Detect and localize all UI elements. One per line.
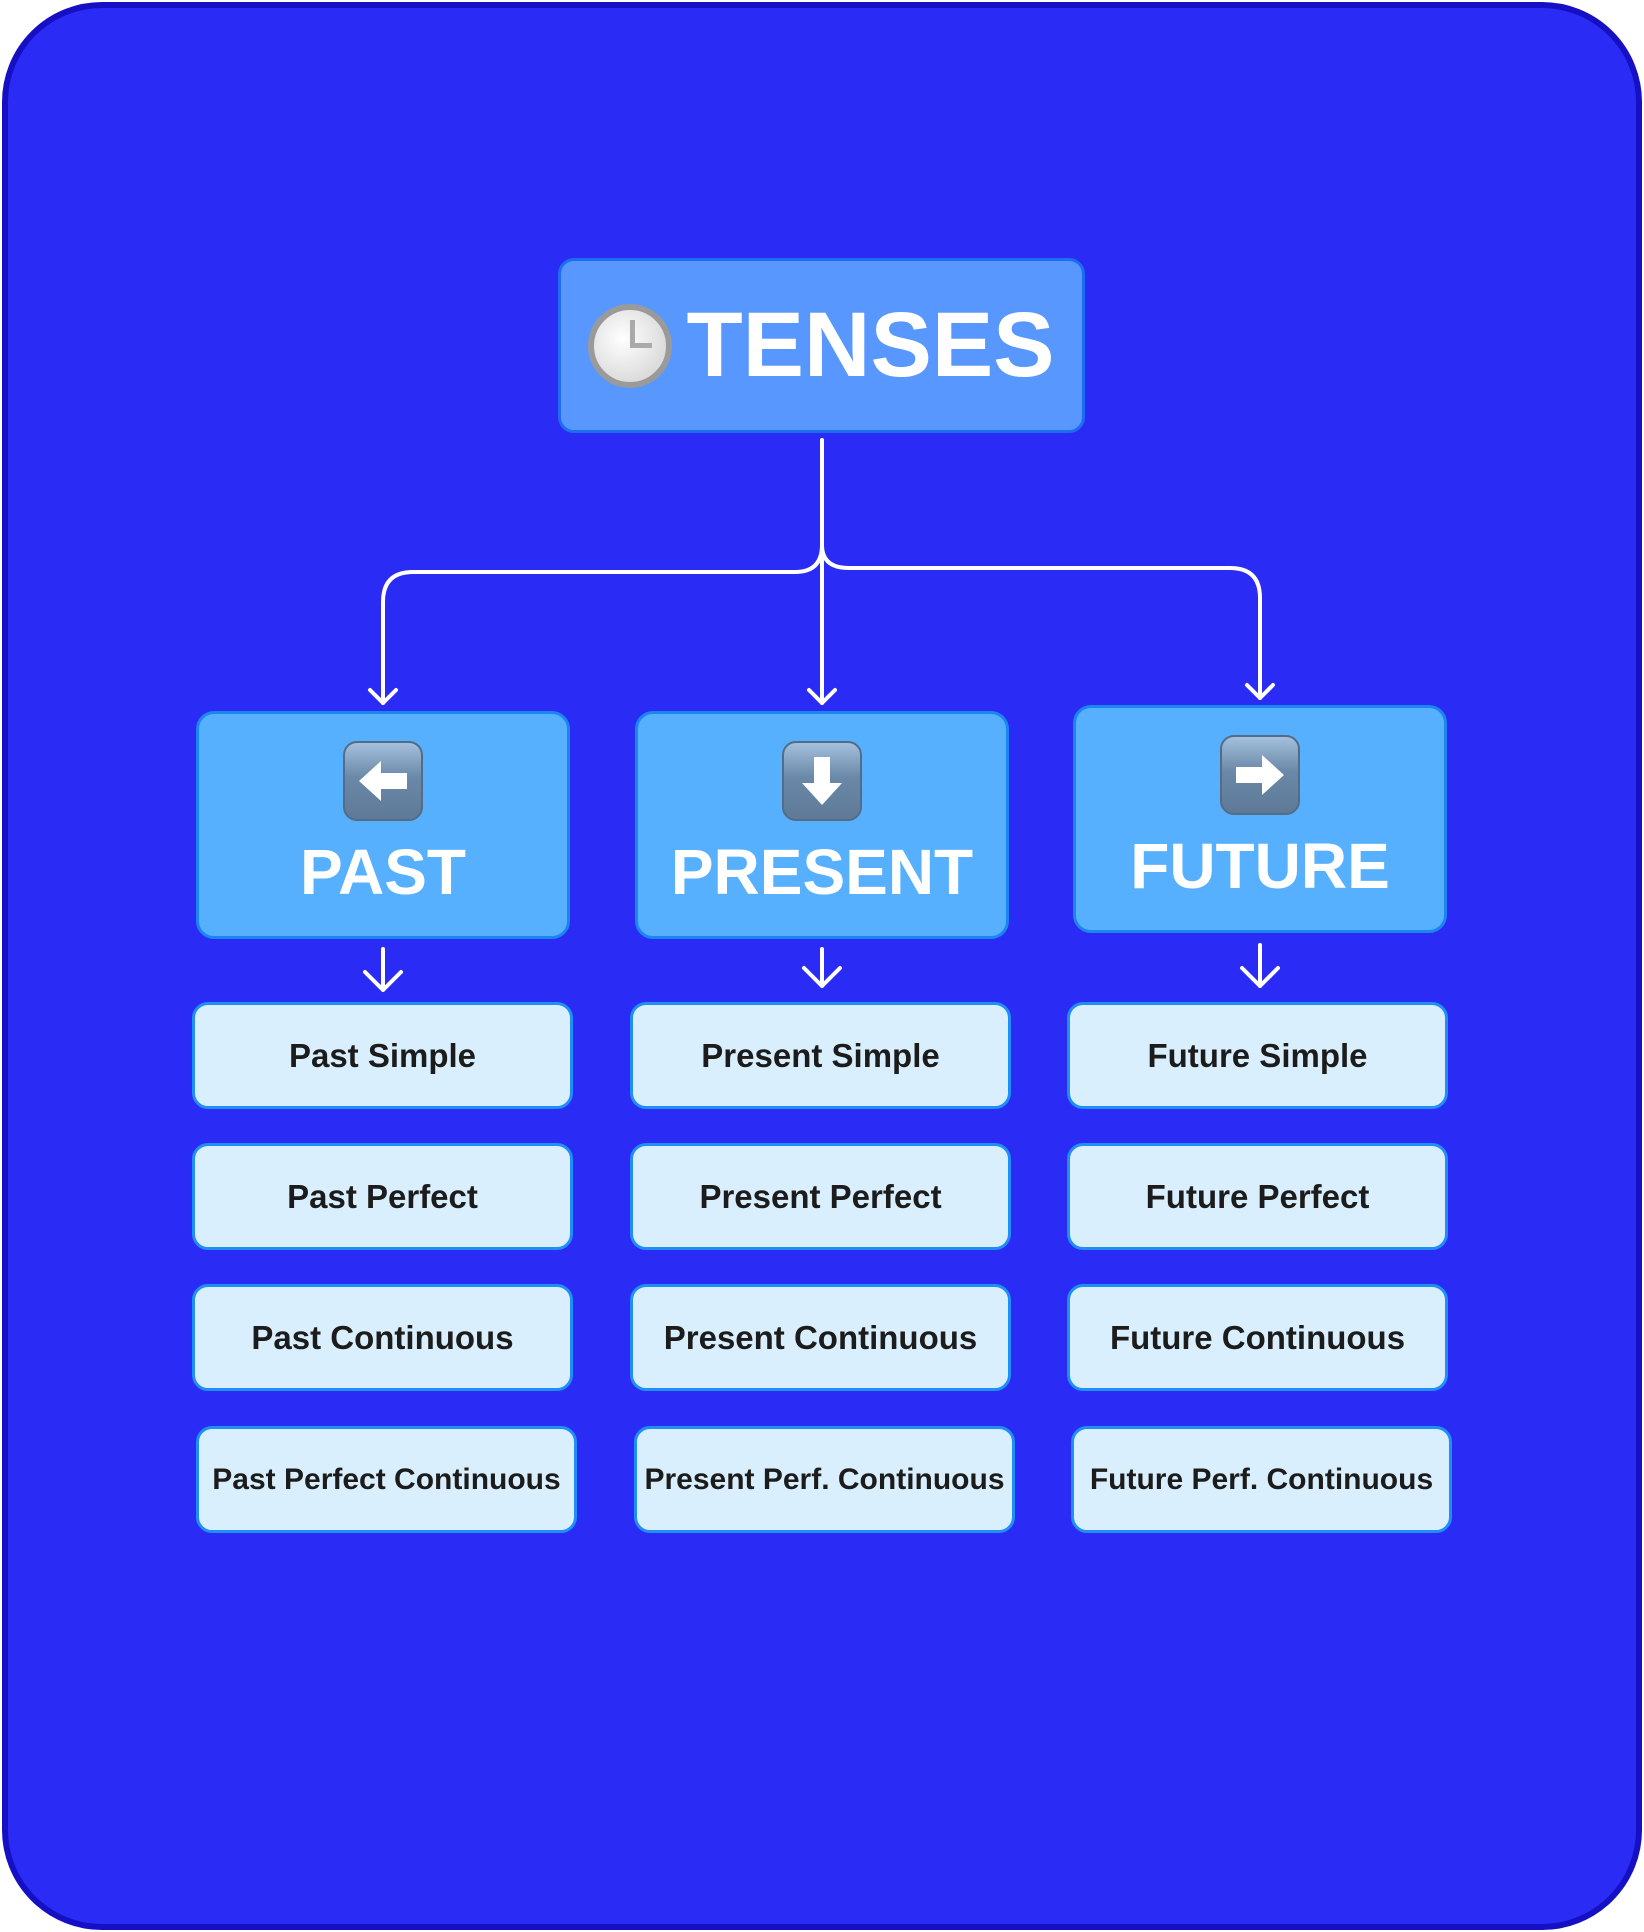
- connector-future: [820, 543, 1262, 700]
- connector-past: [381, 543, 824, 705]
- arrowhead-present: [807, 688, 837, 705]
- clock-icon: [588, 303, 673, 388]
- arrow-future-items: [1240, 943, 1280, 988]
- root-node-tenses: TENSES: [558, 258, 1085, 433]
- category-present: PRESENT: [635, 711, 1009, 939]
- arrowhead-future: [1245, 683, 1275, 700]
- tense-item: Present Continuous: [630, 1284, 1011, 1391]
- tense-item: Present Perfect: [630, 1143, 1011, 1250]
- tense-item: Past Perfect: [192, 1143, 573, 1250]
- root-label: TENSES: [686, 294, 1055, 396]
- arrowhead-past: [368, 688, 398, 705]
- category-past: PAST: [196, 711, 570, 939]
- tense-item: Past Perfect Continuous: [196, 1426, 577, 1533]
- category-label: FUTURE: [1130, 830, 1390, 902]
- tense-item: Future Simple: [1067, 1002, 1448, 1109]
- down-arrow-icon: [782, 741, 862, 821]
- tense-item: Future Perf. Continuous: [1071, 1426, 1452, 1533]
- tense-item: Past Simple: [192, 1002, 573, 1109]
- tense-item: Present Simple: [630, 1002, 1011, 1109]
- category-label: PAST: [300, 836, 466, 908]
- tense-item: Present Perf. Continuous: [634, 1426, 1015, 1533]
- category-future: FUTURE: [1073, 705, 1447, 933]
- tense-item: Future Perfect: [1067, 1143, 1448, 1250]
- arrow-present-items: [802, 947, 842, 988]
- tense-item: Future Continuous: [1067, 1284, 1448, 1391]
- arrow-past-items: [363, 947, 403, 992]
- category-label: PRESENT: [670, 836, 974, 908]
- tense-item: Past Continuous: [192, 1284, 573, 1391]
- left-arrow-icon: [343, 741, 423, 821]
- right-arrow-icon: [1220, 735, 1300, 815]
